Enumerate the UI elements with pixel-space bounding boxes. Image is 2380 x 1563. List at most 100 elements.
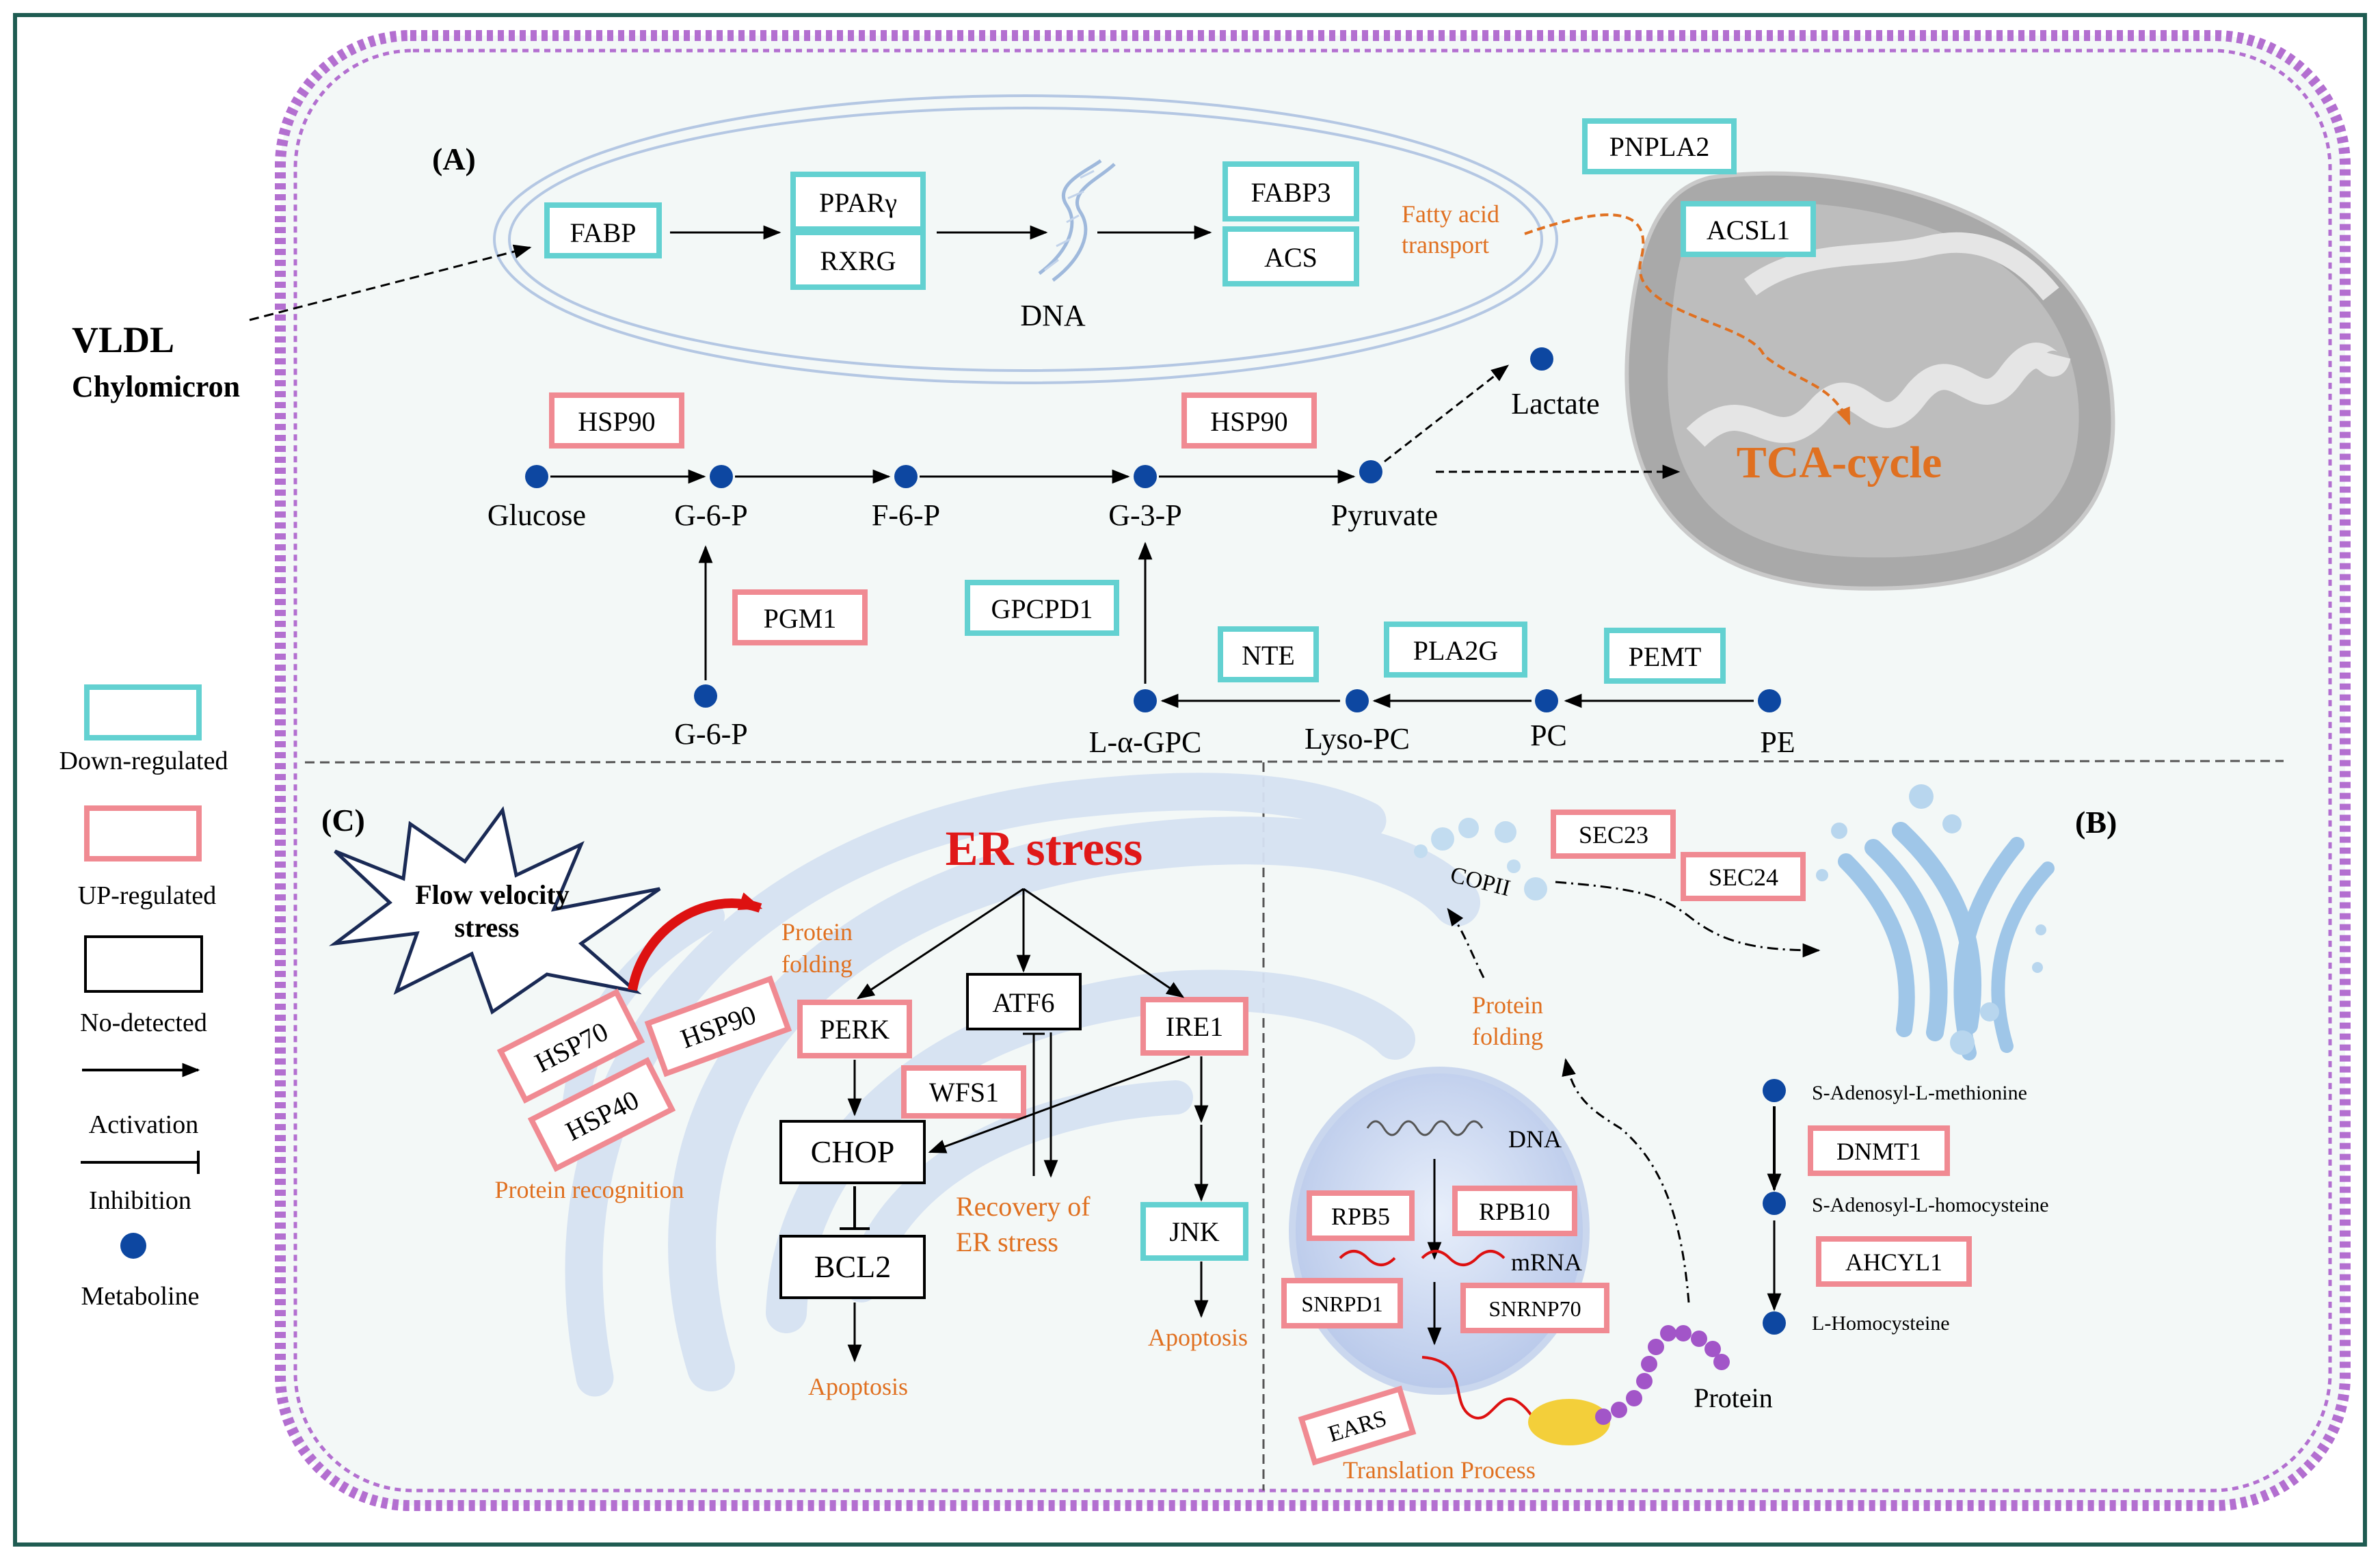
flow-velocity-label-1: Flow velocity	[415, 879, 570, 910]
tca-cycle-label: TCA-cycle	[1737, 438, 1942, 487]
metabolite-lysopc: Lyso-PC	[1305, 722, 1410, 756]
legend-inhibition-symbol	[81, 1151, 200, 1174]
gene-label-pparg: PPARγ	[819, 187, 897, 218]
gene-label-snrnp70: SNRNP70	[1488, 1296, 1581, 1321]
chylomicron-label: Chylomicron	[72, 370, 240, 403]
metabolite-sam: S-Adenosyl-L-methionine	[1812, 1082, 2027, 1104]
gene-box-rxrg: RXRG	[790, 230, 926, 290]
section-label-b: (B)	[2075, 805, 2117, 840]
gene-box-hsp90-c: HSP90	[644, 975, 792, 1078]
gene-box-gpcpd1: GPCPD1	[965, 580, 1119, 636]
metabolite-lgpc: L-α-GPC	[1089, 725, 1202, 759]
protein-folding-c-label-2: folding	[781, 950, 853, 978]
gene-box-hsp90-a: HSP90	[549, 392, 684, 449]
copii-to-golgi-arrow	[1555, 881, 1821, 958]
protein-label: Protein	[1694, 1382, 1773, 1413]
fatty-acid-transport-label-2: transport	[1402, 231, 1489, 258]
gene-label-fabp: FABP	[570, 217, 636, 248]
stress-to-hsp-curved-arrow	[628, 892, 763, 991]
flow-velocity-label-2: stress	[455, 912, 520, 943]
gene-box-sec23: SEC23	[1551, 810, 1676, 859]
gene-label-rxrg: RXRG	[820, 245, 896, 276]
peptide-chain	[1595, 1325, 1730, 1425]
er-stress-title: ER stress	[946, 821, 1143, 876]
gene-label-gpcpd1: GPCPD1	[991, 593, 1093, 624]
golgi-apparatus	[1816, 784, 2055, 1060]
gene-box-bcl2: BCL2	[779, 1235, 926, 1299]
gene-label-hsp90-b: HSP90	[1210, 406, 1287, 437]
legend-up-label: UP-regulated	[78, 881, 217, 910]
protein-folding-b-label-2: folding	[1472, 1023, 1543, 1050]
gene-label-ahcyl1: AHCYL1	[1845, 1248, 1942, 1276]
gene-label-pnpla2: PNPLA2	[1609, 131, 1710, 162]
nucleus-a-inner	[508, 107, 1543, 372]
gene-label-sec23: SEC23	[1579, 821, 1648, 849]
vldl-label: VLDL	[72, 319, 174, 360]
translation-process-label: Translation Process	[1343, 1456, 1536, 1484]
gene-label-rpb5: RPB5	[1331, 1203, 1390, 1230]
gene-box-nte: NTE	[1218, 626, 1319, 682]
gene-box-acs: ACS	[1222, 226, 1359, 286]
section-label-c: (C)	[321, 803, 365, 838]
legend-swatch-nodetected	[84, 935, 203, 993]
protein-folding-b-label-1: Protein	[1472, 991, 1543, 1019]
gene-label-wfs1: WFS1	[929, 1077, 999, 1108]
metabolite-pe: PE	[1760, 725, 1795, 759]
metabolite-hcy: L-Homocysteine	[1812, 1312, 1950, 1335]
recovery-label-1: Recovery of	[956, 1191, 1091, 1222]
metabolite-hcy-dot	[1763, 1311, 1786, 1335]
gene-box-acsl1: ACSL1	[1681, 201, 1816, 257]
gene-label-fabp3: FABP3	[1251, 177, 1331, 208]
gene-box-atf6: ATF6	[966, 973, 1082, 1030]
gene-label-pgm1: PGM1	[764, 603, 837, 634]
protein-recognition-label: Protein recognition	[495, 1176, 684, 1203]
apoptosis-label-c2: Apoptosis	[1148, 1324, 1248, 1351]
metabolite-dots	[525, 347, 1781, 712]
divider-horizontal	[304, 760, 2284, 764]
gene-box-pnpla2: PNPLA2	[1582, 118, 1737, 174]
legend-swatch-up	[84, 805, 202, 861]
metabolite-sah-dot	[1763, 1192, 1786, 1215]
gene-box-jnk: JNK	[1140, 1202, 1248, 1261]
flow-velocity-starburst	[328, 806, 661, 1015]
gene-box-dnmt1: DNMT1	[1808, 1125, 1950, 1176]
gene-label-nte: NTE	[1242, 640, 1295, 671]
apoptosis-label-c1: Apoptosis	[808, 1373, 908, 1400]
gene-label-pla2g: PLA2G	[1413, 635, 1498, 666]
gene-box-rpb5: RPB5	[1307, 1190, 1415, 1241]
metabolite-pc: PC	[1530, 719, 1567, 752]
gene-box-chop: CHOP	[779, 1120, 926, 1184]
copii-vesicles	[1414, 818, 1547, 900]
metabolite-sah: S-Adenosyl-L-homocysteine	[1812, 1194, 2049, 1216]
legend-activation-label: Activation	[89, 1110, 198, 1139]
legend-metabolite-label: Metaboline	[81, 1282, 199, 1311]
ribosome	[1528, 1399, 1610, 1445]
cell-membrane-inner	[293, 49, 2332, 1493]
gene-box-pemt: PEMT	[1604, 628, 1726, 684]
gene-label-acsl1: ACSL1	[1707, 215, 1790, 245]
dna-label-b: DNA	[1508, 1125, 1562, 1153]
dna-helix-a	[1038, 159, 1116, 282]
gene-label-chop: CHOP	[811, 1134, 895, 1169]
fatty-acid-transport-label-1: Fatty acid	[1402, 200, 1499, 228]
gene-box-snrpd1: SNRPD1	[1281, 1278, 1403, 1328]
legend-down-label: Down-regulated	[59, 747, 228, 775]
dna-label-a: DNA	[1020, 299, 1086, 332]
legend-metabolite-dot	[120, 1233, 146, 1259]
legend-inhibition-label: Inhibition	[89, 1186, 191, 1215]
gene-box-wfs1: WFS1	[901, 1065, 1026, 1119]
gene-box-ahcyl1: AHCYL1	[1816, 1236, 1972, 1287]
gene-box-pparg: PPARγ	[790, 172, 926, 232]
gene-box-fabp3: FABP3	[1222, 161, 1359, 222]
gene-box-sec24: SEC24	[1681, 852, 1806, 901]
gene-label-perk: PERK	[820, 1014, 890, 1045]
mrna-strand	[1339, 1250, 1506, 1266]
gene-label-ire1: IRE1	[1166, 1011, 1223, 1042]
protein-upward-arrow	[1562, 1058, 1690, 1303]
metabolite-pyruvate: Pyruvate	[1331, 498, 1438, 532]
chop-bcl2-inhibition	[840, 1186, 870, 1230]
gene-box-pgm1: PGM1	[732, 589, 868, 645]
gene-label-dnmt1: DNMT1	[1836, 1138, 1921, 1165]
metabolite-sam-dot	[1763, 1079, 1786, 1102]
gene-label-bcl2: BCL2	[814, 1249, 891, 1284]
